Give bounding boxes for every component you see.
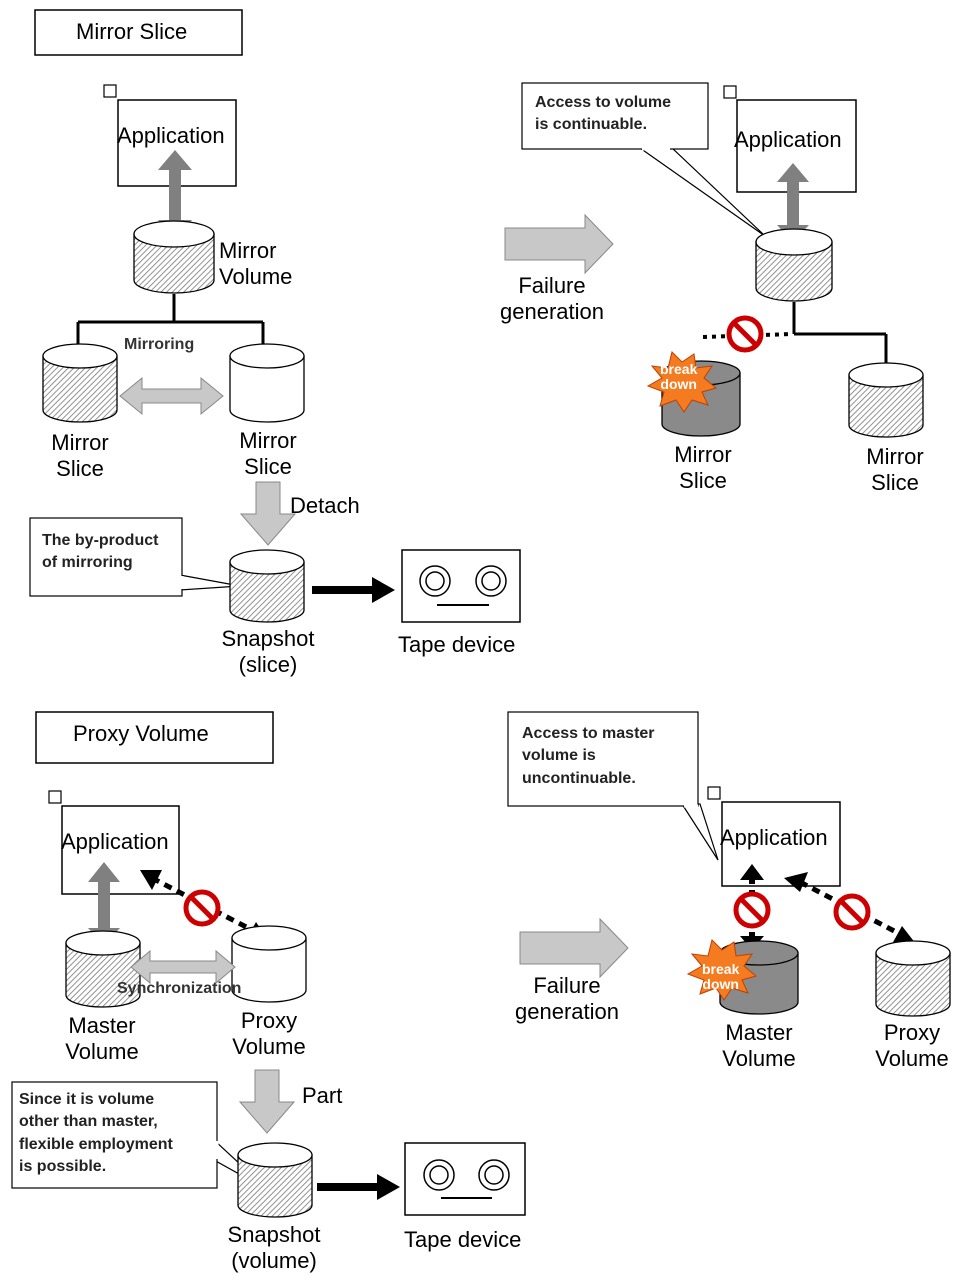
detach-arrow — [239, 481, 297, 546]
proxy-application-box — [61, 805, 180, 895]
proxy-title-box — [35, 711, 274, 764]
proxy-section-title: Proxy Volume — [73, 721, 209, 746]
breakdown-burst-icon — [686, 939, 758, 1001]
arrowhead-icon — [740, 864, 764, 880]
byproduct-callout-text: The by-product of mirroring — [42, 532, 159, 571]
fail-proxy-application-label: Application — [720, 825, 828, 850]
uncontinuable-callout-text: Access to master volume is uncontinuable… — [522, 725, 655, 787]
tape-device-icon — [404, 1142, 526, 1216]
right-mirror-slice-label: Mirror Slice — [239, 428, 297, 480]
part-arrow — [238, 1069, 296, 1134]
checkbox-icon — [48, 790, 62, 804]
snapshot-slice-cylinder — [229, 549, 305, 623]
tape-device-icon — [401, 549, 521, 623]
failure-generation-label: Failure generation — [500, 273, 604, 325]
mirror-volume-cylinder — [133, 220, 215, 294]
failure-generation-label: Failure generation — [515, 973, 619, 1025]
breakdown-burst-icon — [646, 351, 718, 413]
proxy-application-label: Application — [61, 829, 169, 854]
snapshot-volume-label: Snapshot (volume) — [227, 1222, 321, 1274]
prohibited-icon — [183, 889, 221, 927]
left-mirror-slice-cylinder — [42, 343, 118, 423]
to-tape-arrow — [312, 577, 395, 603]
synchronization-arrow — [130, 949, 236, 985]
proxy-volume-cylinder — [231, 925, 307, 1003]
continuable-callout — [521, 82, 766, 237]
flexible-callout — [11, 1081, 269, 1191]
master-volume-cylinder — [65, 930, 141, 1008]
fail-right-mirror-slice-label: Mirror Slice — [866, 444, 924, 496]
breakdown-label: break down — [702, 961, 740, 992]
fail-proxy-volume-cylinder — [875, 940, 951, 1017]
prohibited-icon — [733, 891, 771, 929]
continuable-callout-text: Access to volume is continuable. — [535, 94, 672, 133]
mirror-section-title: Mirror Slice — [76, 19, 188, 44]
uncontinuable-callout — [507, 711, 719, 861]
detach-label: Detach — [290, 493, 360, 518]
master-volume-label: Master Volume — [65, 1013, 139, 1065]
fail-proxy-volume-label: Proxy Volume — [875, 1020, 949, 1072]
broken-mirror-slice-label: Mirror Slice — [674, 442, 732, 494]
mirror-volume-label: Mirror Volume — [219, 238, 293, 290]
fail-mirror-volume-cylinder — [755, 228, 833, 302]
snapshot-volume-cylinder — [237, 1142, 313, 1218]
arrowhead-icon — [140, 870, 162, 890]
left-mirror-slice-label: Mirror Slice — [51, 430, 109, 482]
tape-device-label: Tape device — [398, 632, 516, 657]
failure-arrow-bottom — [519, 917, 629, 979]
failure-arrow-top — [504, 213, 614, 275]
part-label: Part — [302, 1083, 343, 1108]
byproduct-callout — [29, 517, 241, 597]
fail-proxy-application-box — [721, 801, 841, 887]
broken-master-volume-label: Master Volume — [722, 1020, 796, 1072]
arrowhead-icon — [892, 926, 916, 944]
tape-device-label: Tape device — [404, 1227, 522, 1252]
prohibited-icon — [833, 893, 871, 931]
right-mirror-slice-cylinder — [229, 343, 305, 423]
snapshot-slice-label: Snapshot (slice) — [221, 626, 315, 678]
synchronization-label: Synchronization — [117, 980, 242, 997]
checkbox-icon — [707, 786, 721, 800]
application-label: Application — [117, 123, 225, 148]
broken-link-line — [702, 332, 793, 339]
breakdown-label: break down — [660, 361, 698, 392]
mirror-title-box — [34, 9, 243, 56]
checkbox-icon — [723, 85, 737, 99]
mirroring-arrow — [119, 376, 224, 416]
checkbox-icon — [103, 84, 117, 98]
to-tape-arrow — [317, 1174, 400, 1200]
prohibited-icon — [726, 315, 764, 353]
mirroring-label: Mirroring — [124, 336, 195, 353]
flexible-callout-text: Since it is volume other than master, fl… — [19, 1091, 173, 1176]
arrowhead-icon — [784, 872, 808, 892]
proxy-volume-label: Proxy Volume — [232, 1008, 306, 1060]
fail-application-label: Application — [734, 127, 842, 152]
fail-right-mirror-slice-cylinder — [848, 362, 924, 438]
